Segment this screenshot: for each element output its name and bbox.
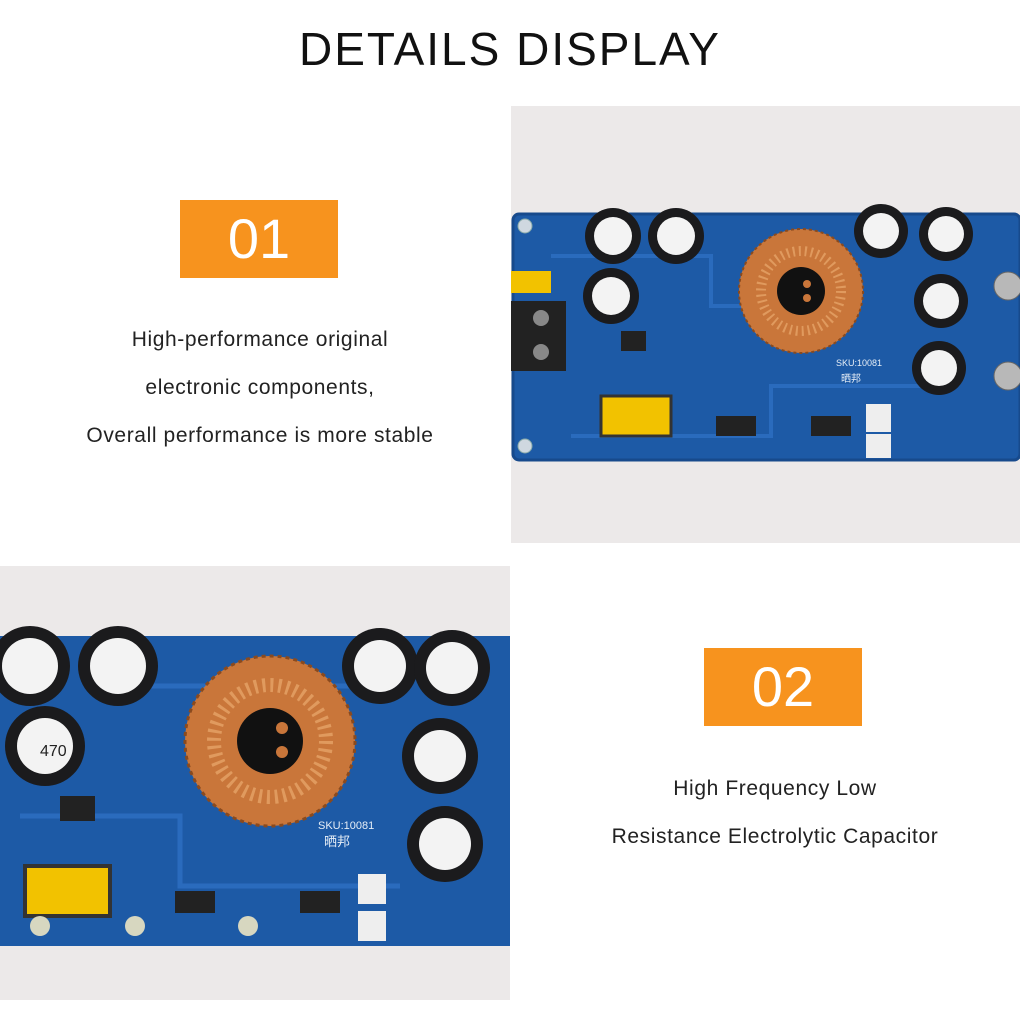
toroid-coil-zoom: [183, 654, 357, 828]
maker-label-top: 晒邦: [841, 372, 861, 385]
feature-02-line-2: Resistance Electrolytic Capacitor: [611, 825, 939, 848]
circuit-board-image: SKU:10081 晒邦: [511, 204, 1020, 462]
feature-01-line-3: Overall performance is more stable: [86, 424, 434, 447]
feature-description-01: High-performance original electronic com…: [40, 316, 480, 460]
transformer-zoom: [23, 864, 112, 918]
feature-number-02: 02: [704, 648, 862, 726]
circuit-board-photo-top: SKU:10081 晒邦: [511, 106, 1020, 543]
page-title: DETAILS DISPLAY: [299, 23, 721, 75]
circuit-board-image-zoom: 470 SKU:10081 晒邦: [0, 626, 510, 946]
circuit-board-photo-bottom: 470 SKU:10081 晒邦: [0, 566, 510, 1000]
maker-label-bottom: 晒邦: [324, 835, 350, 850]
feature-number-01: 01: [180, 200, 338, 278]
sku-label-bottom: SKU:10081: [318, 820, 374, 832]
capacitor-group-zoom: [0, 626, 490, 882]
feature-01-line-1: High-performance original: [131, 328, 389, 351]
sku-label-top: SKU:10081: [836, 358, 882, 368]
toroid-coil: [738, 228, 864, 354]
feature-02-line-1: High Frequency Low: [673, 777, 877, 800]
capacitor-group: [583, 204, 973, 395]
capacitor-marking: 470: [40, 743, 67, 760]
feature-01-line-2: electronic components,: [145, 376, 375, 399]
feature-description-02: High Frequency Low Resistance Electrolyt…: [540, 765, 1010, 861]
transformer: [599, 394, 673, 438]
